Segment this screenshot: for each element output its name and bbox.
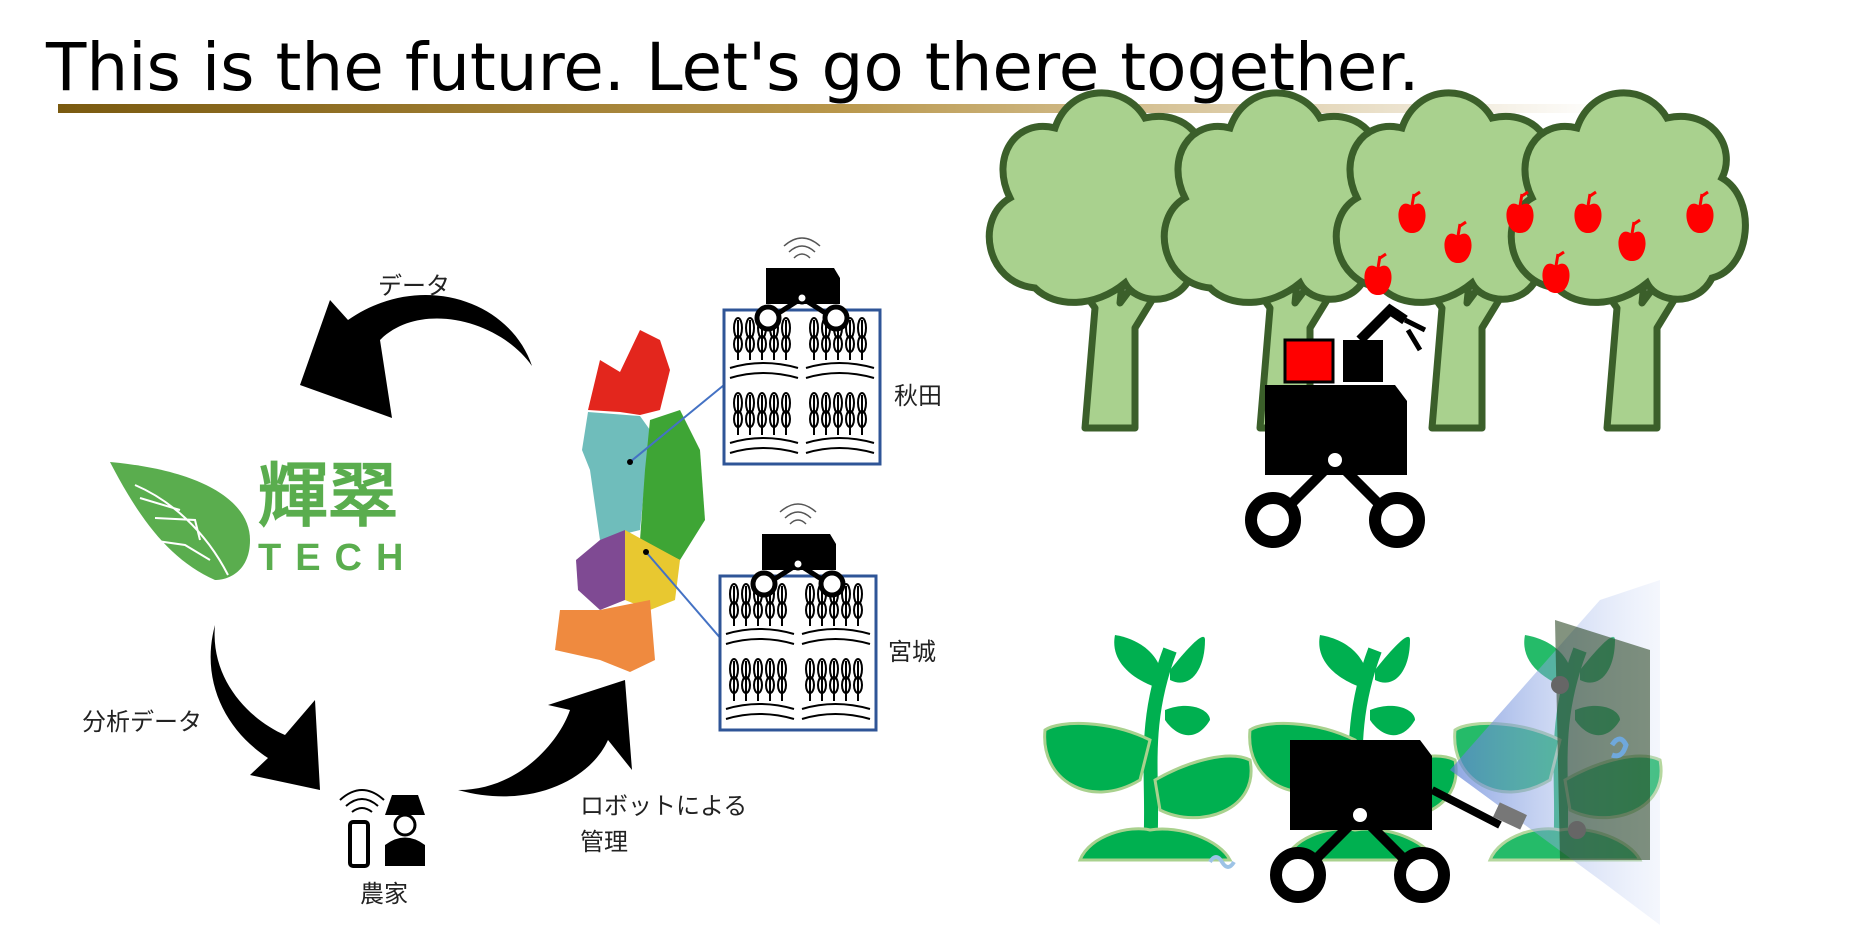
- plant-icon: [1045, 635, 1251, 860]
- wifi-icon: [339, 789, 385, 813]
- slide-title: This is the future. Let's go there toget…: [45, 29, 1419, 106]
- cycle-arrows: [210, 295, 632, 797]
- label-robot-management-2: 管理: [580, 828, 628, 856]
- smartphone-icon: [348, 820, 370, 868]
- map-yamagata: [576, 530, 625, 610]
- label-robot-management-1: ロボットによる: [580, 792, 747, 820]
- arrow-data-icon: [300, 295, 532, 418]
- harvest-robot-icon: [1251, 303, 1427, 542]
- company-logo: 輝翠 TECH: [110, 454, 417, 580]
- pest-icon: [1551, 676, 1569, 694]
- arrow-analysis-icon: [210, 625, 320, 790]
- label-akita: 秋田: [894, 382, 942, 410]
- sprayer-icon: [1493, 802, 1527, 830]
- label-data: データ: [378, 272, 450, 300]
- field-miyagi: [720, 504, 876, 730]
- arrow-robot-icon: [458, 680, 632, 797]
- map-akita: [582, 412, 650, 540]
- title-underline: [58, 104, 1608, 113]
- label-miyagi: 宮城: [888, 638, 936, 666]
- leaf-icon: [110, 462, 250, 580]
- apple-orchard: [989, 93, 1745, 542]
- pest-icon: [1568, 821, 1586, 839]
- label-analysis-data: 分析データ: [82, 708, 202, 736]
- map-iwate: [640, 410, 705, 560]
- worm-icon: [1208, 855, 1236, 869]
- basket-icon: [1283, 338, 1335, 384]
- map-aomori: [588, 330, 670, 415]
- map-fukushima: [555, 600, 655, 672]
- map-miyagi: [625, 530, 680, 610]
- tohoku-map: [555, 330, 725, 672]
- worm-icon: [1609, 736, 1629, 759]
- plant-field: [1045, 580, 1661, 925]
- logo-latin: TECH: [258, 537, 417, 579]
- logo-kanji: 輝翠: [258, 454, 398, 537]
- field-akita: [724, 238, 880, 464]
- spray-robot-icon: [1276, 740, 1444, 897]
- label-farmer: 農家: [360, 880, 408, 908]
- farmer-icon: [339, 789, 425, 868]
